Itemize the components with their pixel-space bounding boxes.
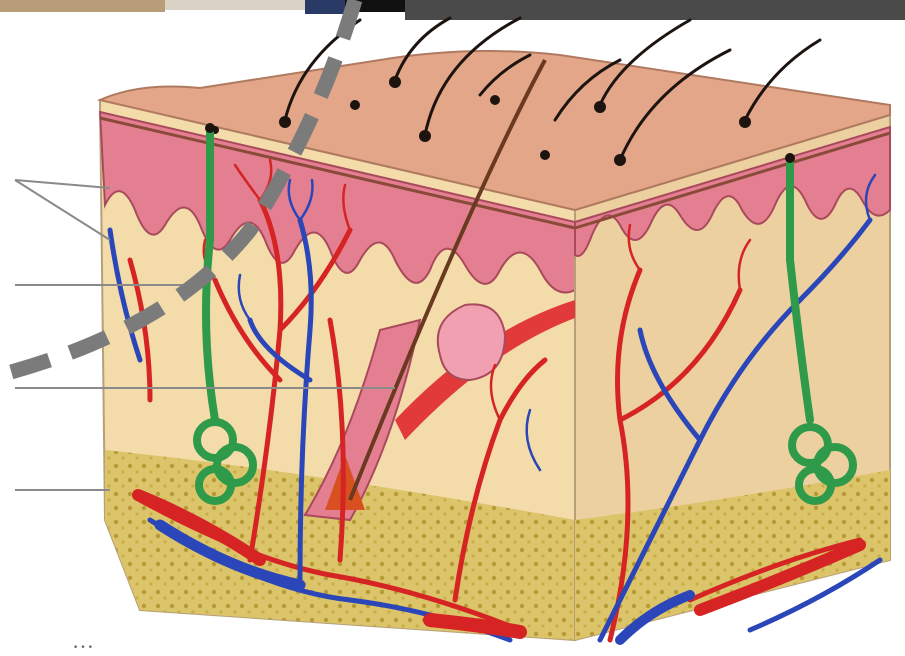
callout-line-epidermis-a	[15, 180, 110, 188]
callout-line-epidermis-b	[15, 180, 110, 240]
top-photo-strip	[0, 0, 905, 20]
caption-fragment: …	[72, 628, 96, 654]
